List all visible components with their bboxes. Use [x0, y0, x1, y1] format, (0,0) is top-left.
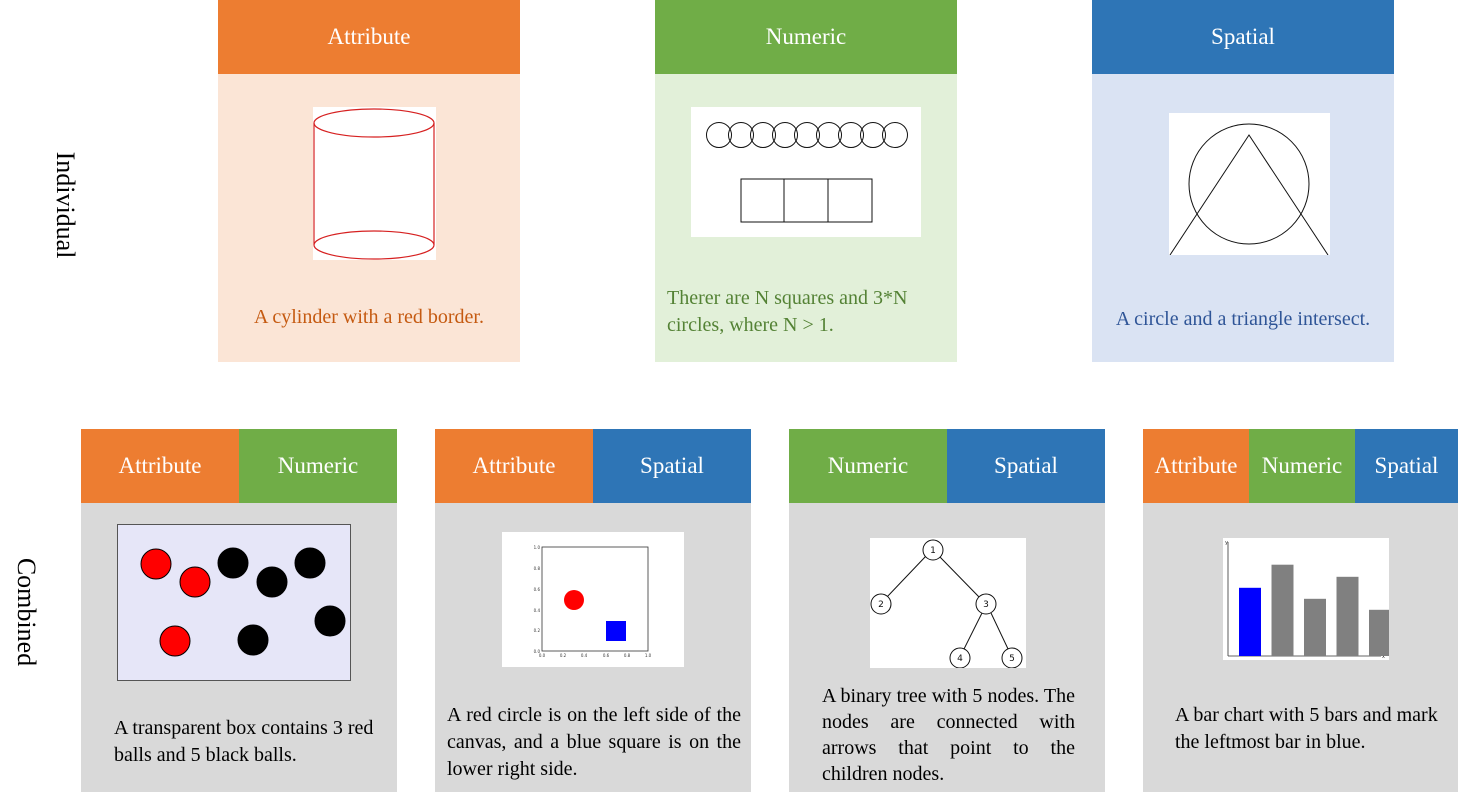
header-numeric: Numeric — [655, 0, 957, 74]
card-combined-attribute-spatial: Attribute Spatial 1.0 0.8 0.6 0.4 0.2 0.… — [435, 429, 751, 792]
header-spatial: Spatial — [947, 429, 1105, 503]
tree-node-label: 3 — [983, 600, 989, 610]
header-spatial: Spatial — [1092, 0, 1394, 74]
circle-square-plot: 1.0 0.8 0.6 0.4 0.2 0.0 0.0 0.2 0.4 0.6 … — [502, 532, 684, 667]
highlighted-bar — [1239, 587, 1261, 656]
card-combined-attribute-numeric: Attribute Numeric A transparent box cont… — [81, 429, 397, 792]
card-individual-spatial: Spatial A circle and a triangle intersec… — [1092, 0, 1394, 362]
circles-squares-illustration — [691, 107, 921, 237]
card-caption: A cylinder with a red border. — [254, 306, 484, 328]
card-individual-attribute: Attribute A cylinder with a red border. — [218, 0, 520, 362]
header-spatial: Spatial — [593, 429, 751, 503]
card-body: A circle and a triangle intersect. — [1092, 74, 1394, 362]
tree-node-label: 2 — [878, 600, 884, 610]
card-caption: A binary tree with 5 nodes. The nodes ar… — [822, 685, 1075, 785]
tree-node-label: 5 — [1009, 654, 1015, 664]
card-body: A cylinder with a red border. — [218, 74, 520, 362]
header-numeric: Numeric — [1249, 429, 1355, 503]
card-header: Attribute — [218, 0, 520, 74]
x-tick-label: 0.8 — [624, 653, 631, 658]
tree-node-label: 1 — [930, 546, 936, 556]
header-spatial: Spatial — [1355, 429, 1458, 503]
card-header: Attribute Numeric — [81, 429, 397, 503]
card-caption: A red circle is on the left side of the … — [447, 704, 741, 780]
x-tick-label: 0.6 — [603, 653, 610, 658]
x-tick-label: 0.2 — [560, 653, 567, 658]
card-body: A transparent box contains 3 red balls a… — [81, 503, 397, 792]
y-tick-label: 0.0 — [534, 649, 541, 654]
card-body: 1.0 0.8 0.6 0.4 0.2 0.0 0.0 0.2 0.4 0.6 … — [435, 503, 751, 792]
card-header: Numeric Spatial — [789, 429, 1105, 503]
y-tick-label: 1.0 — [534, 545, 541, 550]
y-tick-label: 0.6 — [534, 587, 541, 592]
header-attribute: Attribute — [435, 429, 593, 503]
card-header: Attribute Numeric Spatial — [1143, 429, 1458, 503]
y-tick-label: 0.4 — [534, 608, 541, 613]
bar — [1271, 564, 1294, 656]
circle-triangle-illustration — [1169, 113, 1330, 255]
card-body: 1 2 3 4 5 A binary tree with 5 nodes. Th… — [789, 503, 1105, 792]
y-axis-label: y — [1225, 540, 1228, 546]
bar — [1304, 598, 1326, 656]
bar — [1336, 576, 1359, 656]
x-axis-label: x — [1382, 654, 1385, 660]
card-body: y x A bar chart with 5 bars and mark the… — [1143, 503, 1458, 792]
binary-tree-illustration: 1 2 3 4 5 — [870, 538, 1026, 668]
row-label-individual: Individual — [51, 151, 80, 259]
cylinder-illustration — [313, 107, 436, 260]
row-label-combined: Combined — [12, 557, 41, 667]
bar — [1369, 609, 1389, 656]
balls-box-illustration — [117, 524, 351, 681]
header-numeric: Numeric — [789, 429, 947, 503]
card-combined-attribute-numeric-spatial: Attribute Numeric Spatial y x A bar char… — [1143, 429, 1458, 792]
header-numeric: Numeric — [239, 429, 397, 503]
card-header: Numeric — [655, 0, 957, 74]
card-individual-numeric: Numeric Therer a — [655, 0, 957, 362]
card-header: Attribute Spatial — [435, 429, 751, 503]
y-tick-label: 0.2 — [534, 628, 541, 633]
x-tick-label: 0.4 — [581, 653, 588, 658]
x-tick-label: 1.0 — [645, 653, 652, 658]
card-caption: A bar chart with 5 bars and mark the lef… — [1175, 704, 1438, 753]
card-body: Therer are N squares and 3*N circles, wh… — [655, 74, 957, 362]
card-caption: Therer are N squares and 3*N circles, wh… — [667, 287, 908, 336]
x-tick-label: 0.0 — [539, 653, 546, 658]
header-attribute: Attribute — [218, 0, 520, 74]
y-tick-label: 0.8 — [534, 566, 541, 571]
card-caption: A transparent box contains 3 red balls a… — [114, 717, 374, 766]
header-attribute: Attribute — [1143, 429, 1249, 503]
card-caption: A circle and a triangle intersect. — [1115, 308, 1371, 330]
bar-chart-illustration: y x — [1223, 538, 1389, 660]
card-combined-numeric-spatial: Numeric Spatial 1 — [789, 429, 1105, 792]
card-header: Spatial — [1092, 0, 1394, 74]
tree-node-label: 4 — [957, 654, 963, 664]
header-attribute: Attribute — [81, 429, 239, 503]
